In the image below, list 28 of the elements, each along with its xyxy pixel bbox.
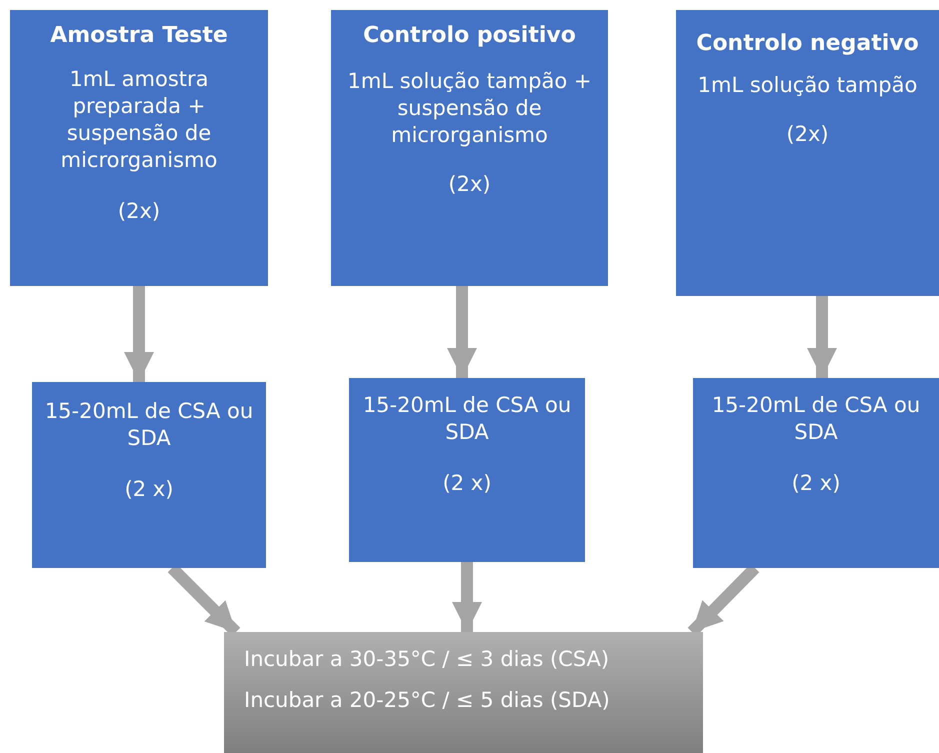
- incubation-box: [224, 632, 703, 753]
- box-text: (2x): [448, 170, 491, 198]
- box-heading: Amostra Teste: [50, 22, 228, 50]
- box-text: 1mL solução tampão: [698, 72, 918, 100]
- process-box: [349, 378, 585, 562]
- process-box: [331, 10, 608, 286]
- box-text: (2x): [786, 121, 829, 148]
- process-box: [676, 10, 939, 296]
- box-text: 15-20mL de CSA ou SDA: [710, 392, 922, 446]
- process-box: [32, 382, 266, 568]
- process-box: [693, 378, 939, 568]
- box-text: (2 x): [442, 470, 492, 497]
- box-text: 15-20mL de CSA ou SDA: [44, 398, 254, 452]
- box-text: (2 x): [124, 476, 174, 503]
- box-text: Incubar a 20-25°C / ≤ 5 dias (SDA): [244, 686, 610, 714]
- box-text: (2 x): [792, 470, 840, 497]
- process-box: [10, 10, 268, 286]
- box-text: 15-20mL de CSA ou SDA: [362, 392, 572, 446]
- box-text: (2x): [118, 198, 160, 225]
- arrow: [452, 562, 482, 632]
- arrow: [124, 286, 154, 382]
- box-text: 1mL amostra preparada + suspensão de microrganismo: [60, 66, 218, 174]
- arrow: [807, 296, 837, 378]
- box-heading: Controlo positivo: [363, 22, 576, 50]
- box-heading: Controlo negativo: [696, 30, 919, 58]
- arrow: [447, 286, 477, 378]
- box-text: Incubar a 30-35°C / ≤ 3 dias (CSA): [244, 646, 610, 673]
- box-text: 1mL solução tampão + suspensão de microrganismo: [346, 68, 592, 149]
